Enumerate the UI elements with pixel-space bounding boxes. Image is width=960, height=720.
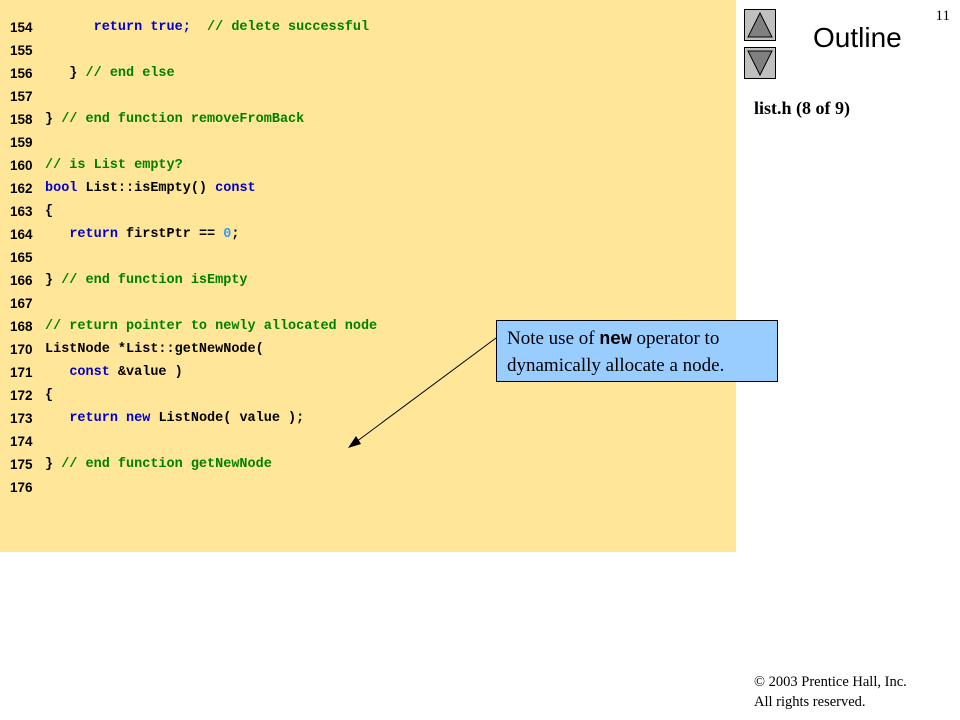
line-number: 171 — [10, 365, 33, 380]
code-token: return — [69, 227, 127, 242]
code-token: 0 — [223, 227, 232, 242]
code-token: // return pointer to newly allocated nod… — [45, 319, 378, 334]
code-token: // end function getNewNode — [61, 457, 272, 472]
code-token: List::isEmpty() — [85, 181, 216, 196]
line-number: 165 — [10, 250, 33, 265]
down-triangle-icon — [747, 50, 773, 77]
code-token: } — [45, 112, 62, 127]
line-number: 175 — [10, 457, 33, 472]
line-number: 163 — [10, 204, 33, 219]
callout-text-before: Note use of — [507, 328, 600, 349]
code-token: return true; — [93, 20, 191, 35]
line-number: 154 — [10, 20, 33, 35]
line-number: 164 — [10, 227, 33, 242]
code-token: // is List empty? — [45, 158, 183, 173]
line-number: 173 — [10, 411, 33, 426]
callout-text-line2: dynamically allocate a node. — [507, 355, 725, 376]
line-number: 158 — [10, 112, 33, 127]
callout-note: Note use of new operator to dynamically … — [496, 320, 778, 382]
code-text: } // end else — [45, 64, 175, 84]
code-token: const — [69, 365, 118, 380]
code-token: // end function isEmpty — [61, 273, 248, 288]
code-text: { — [45, 386, 53, 406]
code-token: bool — [45, 181, 86, 196]
code-token: // delete successful — [207, 20, 370, 35]
line-number: 170 — [10, 342, 33, 357]
code-text: const &value ) — [45, 363, 183, 383]
code-token: return new — [69, 411, 159, 426]
code-token: const — [215, 181, 256, 196]
code-token: } — [45, 457, 62, 472]
outline-title: Outline — [813, 22, 902, 53]
line-number: 156 — [10, 66, 33, 81]
next-slide-button[interactable] — [744, 47, 776, 79]
line-number: 168 — [10, 319, 33, 334]
line-number: 174 — [10, 434, 33, 449]
code-text: } // end function removeFromBack — [45, 110, 304, 130]
copyright-line2: All rights reserved. — [754, 694, 866, 710]
code-token: { — [45, 204, 54, 219]
slide-number: 11 — [935, 8, 950, 24]
line-number: 160 — [10, 158, 33, 173]
code-token: ListNode( value ); — [158, 411, 305, 426]
callout-keyword: new — [599, 330, 632, 350]
copyright-line1: © 2003 Prentice Hall, Inc. — [754, 674, 907, 690]
line-number: 157 — [10, 89, 33, 104]
code-token: // end function removeFromBack — [61, 112, 305, 127]
line-number: 162 — [10, 181, 33, 196]
code-text: bool List::isEmpty() const — [45, 179, 256, 199]
previous-slide-button[interactable] — [744, 9, 776, 41]
line-number: 172 — [10, 388, 33, 403]
code-token: &value ) — [117, 365, 183, 380]
code-token: ListNode *List::getNewNode( — [45, 342, 264, 357]
code-token: ; — [231, 227, 240, 242]
code-token: { — [45, 388, 54, 403]
code-text: { — [45, 202, 53, 222]
code-token: firstPtr == — [126, 227, 224, 242]
line-number: 159 — [10, 135, 33, 150]
line-number: 166 — [10, 273, 33, 288]
copyright: © 2003 Prentice Hall, Inc. All rights re… — [754, 672, 907, 712]
code-token: // end else — [85, 66, 175, 81]
code-text: } // end function getNewNode — [45, 455, 272, 475]
code-text: // return pointer to newly allocated nod… — [45, 317, 377, 337]
code-text: ListNode *List::getNewNode( — [45, 340, 264, 360]
file-label: list.h (8 of 9) — [754, 98, 850, 118]
code-token: } — [45, 273, 62, 288]
code-text: return firstPtr == 0; — [45, 225, 239, 245]
line-number: 176 — [10, 480, 33, 495]
code-panel: 154 return true; // delete successful 155… — [0, 0, 736, 552]
code-text: // is List empty? — [45, 156, 183, 176]
code-text: return new ListNode( value ); — [45, 409, 304, 429]
callout-text-after: operator to — [631, 328, 720, 349]
code-text: } // end function isEmpty — [45, 271, 248, 291]
code-text: return true; // delete successful — [45, 18, 369, 38]
line-number: 155 — [10, 43, 33, 58]
line-number: 167 — [10, 296, 33, 311]
up-triangle-icon — [747, 11, 773, 38]
code-token: } — [45, 66, 86, 81]
